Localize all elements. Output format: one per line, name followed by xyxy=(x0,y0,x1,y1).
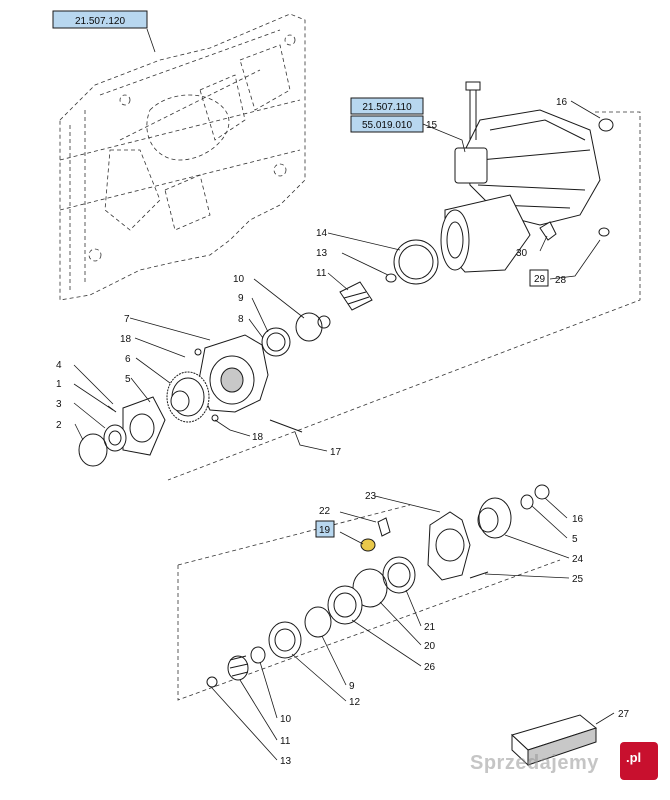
callout-11-upper[interactable]: 11 xyxy=(316,268,327,279)
callout-15[interactable]: 15 xyxy=(426,120,438,131)
watermark-text: Sprzedajemy xyxy=(470,752,599,774)
callout-11-lower[interactable]: 11 xyxy=(280,736,291,747)
callout-16-lower[interactable]: 16 xyxy=(572,514,584,525)
ref-pump-a-text: 21.507.110 xyxy=(362,102,412,113)
callout-28[interactable]: 28 xyxy=(555,275,567,286)
callout-10-lower[interactable]: 10 xyxy=(280,714,292,725)
callout-27[interactable]: 27 xyxy=(618,709,630,720)
assembly-envelope-lower xyxy=(177,504,561,701)
callout-5-lower[interactable]: 5 xyxy=(572,534,578,545)
callout-16-upper[interactable]: 16 xyxy=(556,97,568,108)
callout-20[interactable]: 20 xyxy=(424,641,436,652)
callout-1[interactable]: 1 xyxy=(56,379,62,390)
callout-6[interactable]: 6 xyxy=(125,354,131,365)
upper-gear-assembly xyxy=(78,312,331,467)
leader-lines xyxy=(73,28,615,761)
callout-30[interactable]: 30 xyxy=(516,248,528,259)
callout-12[interactable]: 12 xyxy=(349,697,361,708)
pump-small-parts xyxy=(339,118,614,311)
callout-10-upper[interactable]: 10 xyxy=(233,274,245,285)
callout-29[interactable]: 29 xyxy=(534,274,546,285)
callout-18-lower[interactable]: 18 xyxy=(252,432,264,443)
callout-13-upper[interactable]: 13 xyxy=(316,248,328,259)
ref-top-text: 21.507.120 xyxy=(75,16,125,27)
callout-23[interactable]: 23 xyxy=(365,491,377,502)
callout-8[interactable]: 8 xyxy=(238,314,244,325)
ref-pump-b-text: 55.019.010 xyxy=(362,120,412,131)
seal-kit-box xyxy=(511,714,598,767)
callout-box-19[interactable] xyxy=(315,520,335,538)
callout-14[interactable]: 14 xyxy=(316,228,328,239)
ref-box-pump-b[interactable] xyxy=(350,115,424,133)
lower-gear-assembly xyxy=(206,484,550,688)
ref-box-top[interactable] xyxy=(52,10,148,29)
rear-housing-phantom xyxy=(59,13,306,301)
watermark-logo: .pl xyxy=(620,742,658,780)
ref-box-pump-a[interactable] xyxy=(350,97,424,115)
callout-26[interactable]: 26 xyxy=(424,662,436,673)
assembly-envelope-upper xyxy=(167,111,641,481)
callout-22[interactable]: 22 xyxy=(319,506,331,517)
callout-2[interactable]: 2 xyxy=(56,420,62,431)
callout-9-upper[interactable]: 9 xyxy=(238,293,244,304)
reference-boxes: 21.507.120 21.507.110 55.019.010 xyxy=(52,10,549,538)
callout-25[interactable]: 25 xyxy=(572,574,584,585)
hydraulic-pump xyxy=(440,81,601,273)
callout-9-lower[interactable]: 9 xyxy=(349,681,355,692)
callout-18-upper[interactable]: 18 xyxy=(120,334,132,345)
callout-box-29[interactable] xyxy=(529,269,549,287)
callout-13-lower[interactable]: 13 xyxy=(280,756,292,767)
callout-17[interactable]: 17 xyxy=(330,447,342,458)
callout-5-upper[interactable]: 5 xyxy=(125,374,131,385)
callout-labels: 15 16 14 13 11 30 29 28 10 9 8 7 18 6 4 … xyxy=(56,97,630,767)
callout-3[interactable]: 3 xyxy=(56,399,62,410)
watermark-logo-text: .pl xyxy=(626,750,642,765)
callout-7[interactable]: 7 xyxy=(124,314,130,325)
callout-4[interactable]: 4 xyxy=(56,360,62,371)
callout-21[interactable]: 21 xyxy=(424,622,436,633)
callout-24[interactable]: 24 xyxy=(572,554,584,565)
callout-19[interactable]: 19 xyxy=(319,525,331,536)
